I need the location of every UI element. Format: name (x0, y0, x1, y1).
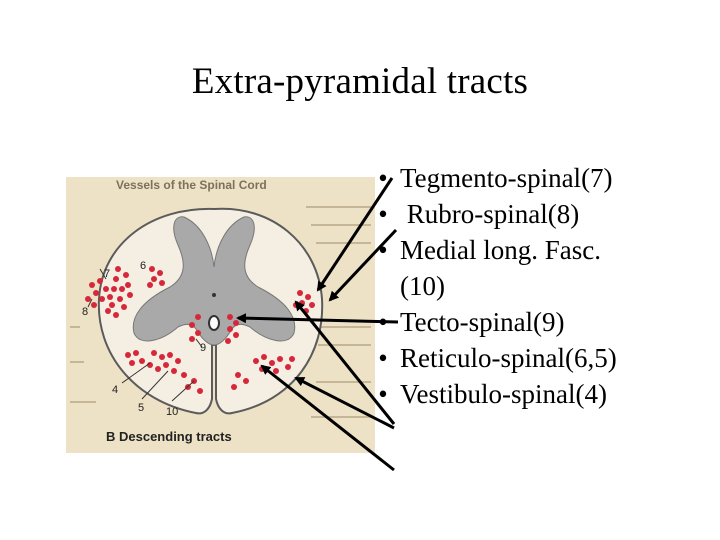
slide-title: Extra-pyramidal tracts (0, 60, 720, 103)
list-item: •Tecto-spinal(9) (366, 304, 617, 340)
bullet-icon: • (366, 196, 400, 232)
tract-number-6: 6 (140, 260, 146, 272)
bullet-text: Tecto-spinal(9) (400, 304, 565, 340)
figure-caption: B Descending tracts (106, 429, 232, 444)
list-item: •Tegmento-spinal(7) (366, 160, 617, 196)
bullet-icon: • (366, 340, 400, 376)
bullet-text: Rubro-spinal(8) (400, 196, 579, 232)
tract-number-9: 9 (200, 342, 206, 354)
bullet-text: Tegmento-spinal(7) (400, 160, 613, 196)
bullet-text: Medial long. Fasc.(10) (400, 232, 610, 304)
list-item: •Vestibulo-spinal(4) (366, 376, 617, 412)
bullet-icon: • (366, 232, 400, 268)
bullet-icon: • (366, 376, 400, 412)
tract-number-5: 5 (138, 402, 144, 414)
bullet-icon: • (366, 160, 400, 196)
bullet-icon: • (366, 304, 400, 340)
list-item: •Reticulo-spinal(6,5) (366, 340, 617, 376)
figure-header-text: Vessels of the Spinal Cord (116, 178, 267, 192)
list-item: •Medial long. Fasc.(10) (366, 232, 617, 304)
tract-number-7: 7 (104, 268, 110, 280)
tract-number-4: 4 (112, 384, 118, 396)
spinal-cord-figure: Vessels of the Spinal Cord (66, 177, 375, 453)
bullet-text: Reticulo-spinal(6,5) (400, 340, 617, 376)
tract-list: •Tegmento-spinal(7) • Rubro-spinal(8) •M… (366, 160, 617, 412)
bullet-text: Vestibulo-spinal(4) (400, 376, 607, 412)
tract-number-8: 8 (82, 306, 88, 318)
list-item: • Rubro-spinal(8) (366, 196, 617, 232)
tract-number-10: 10 (166, 406, 178, 418)
